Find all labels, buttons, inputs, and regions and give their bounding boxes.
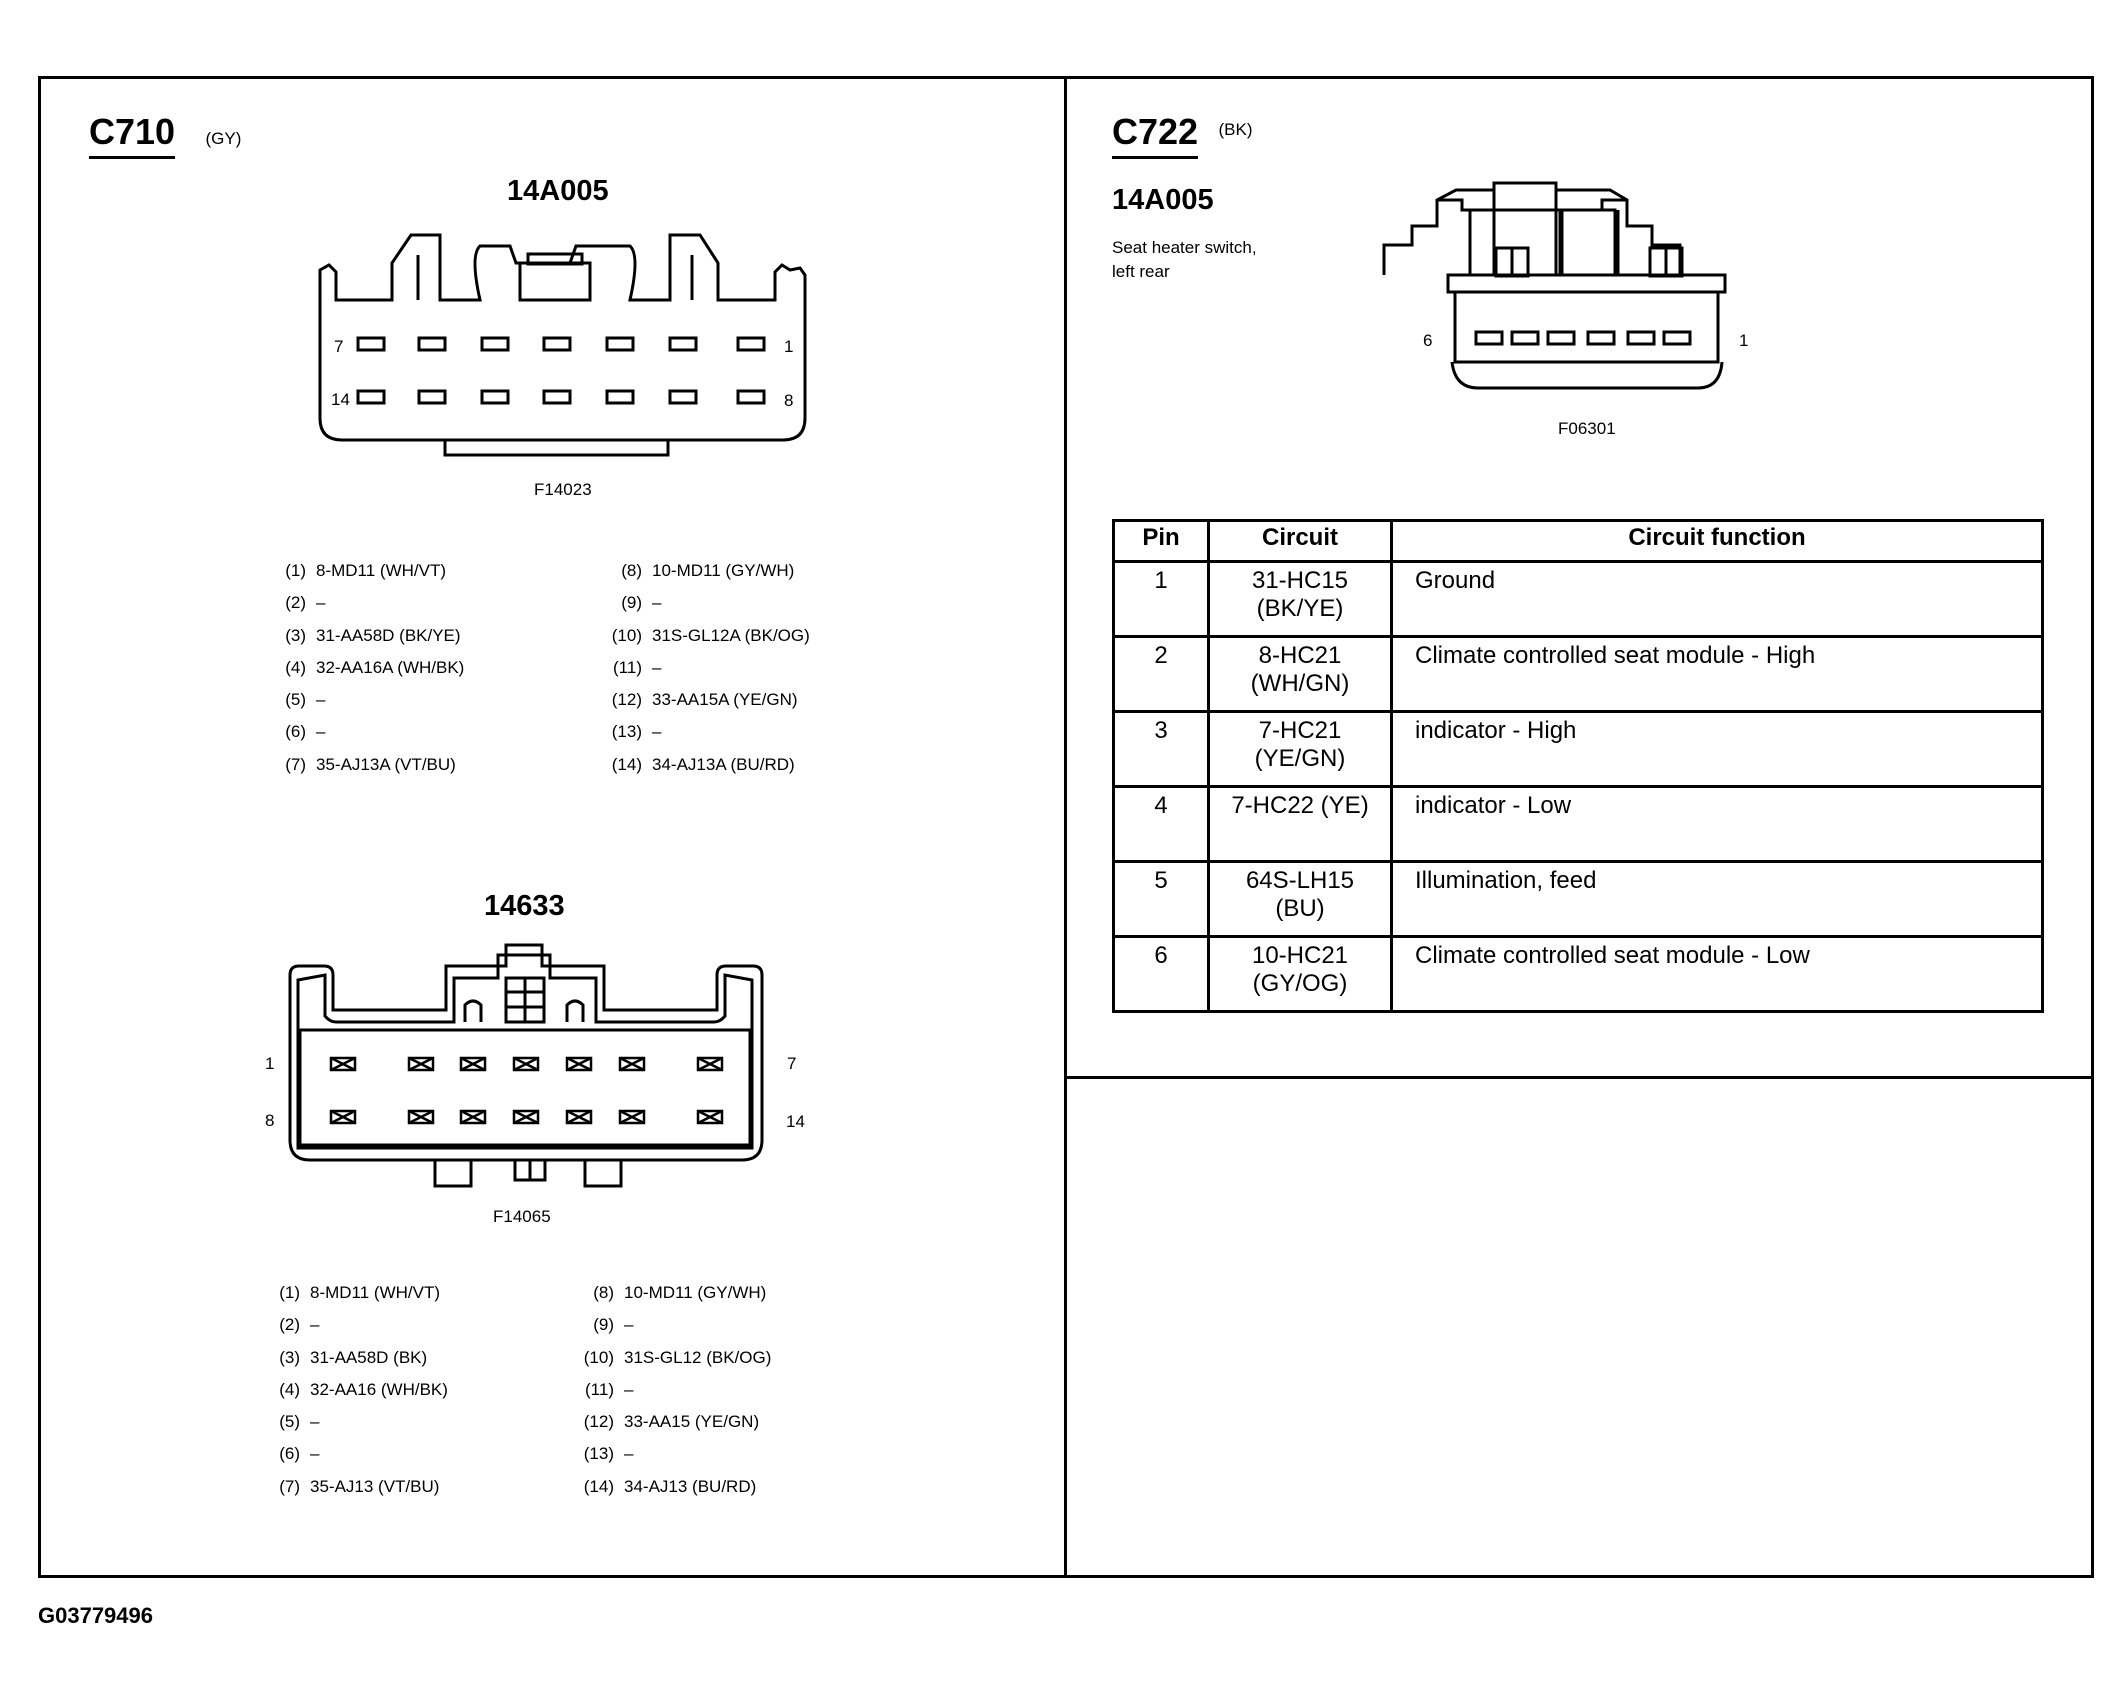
list-item: (2)–: [285, 593, 326, 613]
pin-list-bottom-left: (1)8-MD11 (WH/VT) (2)– (3)31-AA58D (BK) …: [262, 1283, 448, 1509]
table-row: 6 10-HC21(GY/OG) Climate controlled seat…: [1112, 935, 2044, 1013]
list-item: (8)10-MD11 (GY/WH): [621, 561, 795, 580]
pin-label-top-left: 7: [334, 337, 344, 356]
list-item: (13)–: [611, 722, 662, 742]
connector-id-c710: C710: [89, 111, 176, 159]
pin-list-top-left: (1)8-MD11 (WH/VT) (2)– (3)31-AA58D (BK/Y…: [268, 561, 464, 787]
table-row: 4 7-HC22 (YE) indicator - Low: [1112, 785, 2044, 863]
pin-label-bottom-right: 8: [784, 391, 794, 410]
column-header-circuit-function: Circuit function: [1390, 519, 2044, 563]
table-row: 3 7-HC21(YE/GN) indicator - High: [1112, 710, 2044, 788]
column-header-pin: Pin: [1112, 519, 1210, 563]
part-number-c722: 14A005: [1112, 184, 1214, 216]
connector-description: Seat heater switch, left rear: [1112, 238, 1257, 281]
connector-color-gy: (GY): [205, 129, 242, 148]
pin-label-bottom-left: 14: [331, 390, 350, 409]
pin-label-left: 6: [1423, 331, 1433, 350]
list-item: (1)8-MD11 (WH/VT): [279, 1283, 441, 1302]
part-number-bottom: 14633: [484, 890, 565, 922]
list-item: (8)10-MD11 (GY/WH): [593, 1283, 767, 1302]
list-item: (13)–: [583, 1444, 634, 1464]
list-item: (14)34-AJ13A (BU/RD): [611, 754, 795, 774]
right-panel-divider: [1064, 1076, 2094, 1079]
list-item: (10)31S-GL12A (BK/OG): [611, 625, 810, 645]
list-item: (5)–: [279, 1412, 320, 1432]
table-row: 2 8-HC21(WH/GN) Climate controlled seat …: [1112, 635, 2044, 713]
pin-label-top-right: 7: [787, 1054, 797, 1073]
list-item: (3)31-AA58D (BK): [279, 1347, 428, 1367]
right-connector-header: C722 (BK): [1112, 111, 1253, 159]
list-item: (4)32-AA16 (WH/BK): [279, 1379, 448, 1399]
pin-label-bottom-right: 14: [786, 1112, 805, 1131]
list-item: (11)–: [585, 1379, 634, 1399]
pin-slots-14a005: [356, 336, 766, 405]
list-item: (10)31S-GL12 (BK/OG): [583, 1347, 772, 1367]
list-item: (12)33-AA15A (YE/GN): [611, 690, 798, 710]
list-item: (7)35-AJ13 (VT/BU): [279, 1476, 440, 1496]
left-connector-header: C710 (GY): [89, 111, 242, 159]
pin-list-bottom-right: (8)10-MD11 (GY/WH) (9)– (10)31S-GL12 (BK…: [576, 1283, 772, 1509]
table-row: 5 64S-LH15(BU) Illumination, feed: [1112, 860, 2044, 938]
list-item: (9)–: [593, 1315, 634, 1335]
list-item: (9)–: [621, 593, 662, 613]
figure-id-f14023: F14023: [534, 480, 592, 499]
circuit-table: Pin Circuit Circuit function 1 31-HC15(B…: [1112, 519, 2044, 1013]
list-item: (6)–: [279, 1444, 320, 1464]
list-item: (3)31-AA58D (BK/YE): [285, 625, 461, 645]
pin-slots-14633: [329, 1056, 724, 1125]
list-item: (2)–: [279, 1315, 320, 1335]
list-item: (6)–: [285, 722, 326, 742]
figure-id-f14065: F14065: [493, 1207, 551, 1226]
table-row: 1 31-HC15(BK/YE) Ground: [1112, 560, 2044, 638]
connector-color-bk: (BK): [1218, 120, 1253, 139]
pin-label-right: 1: [1739, 331, 1749, 350]
list-item: (4)32-AA16A (WH/BK): [285, 657, 465, 677]
list-item: (1)8-MD11 (WH/VT): [285, 561, 447, 580]
connector-id-c722: C722: [1112, 111, 1199, 159]
figure-footer-id: G03779496: [38, 1603, 153, 1628]
list-item: (14)34-AJ13 (BU/RD): [583, 1476, 757, 1496]
right-panel-frame: [1064, 76, 2094, 1578]
pin-label-top-left: 1: [265, 1054, 275, 1073]
list-item: (11)–: [613, 657, 662, 677]
list-item: (5)–: [285, 690, 326, 710]
part-number-top: 14A005: [507, 175, 609, 207]
column-header-circuit: Circuit: [1207, 519, 1393, 563]
list-item: (12)33-AA15 (YE/GN): [583, 1412, 760, 1432]
pin-label-top-right: 1: [784, 337, 794, 356]
pin-list-top-right: (8)10-MD11 (GY/WH) (9)– (10)31S-GL12A (B…: [604, 561, 810, 787]
table-header-row: Pin Circuit Circuit function: [1112, 519, 2044, 563]
pin-label-bottom-left: 8: [265, 1111, 275, 1130]
figure-id-f06301: F06301: [1558, 419, 1616, 438]
pin-slots-c722: [1474, 330, 1692, 346]
list-item: (7)35-AJ13A (VT/BU): [285, 754, 456, 774]
